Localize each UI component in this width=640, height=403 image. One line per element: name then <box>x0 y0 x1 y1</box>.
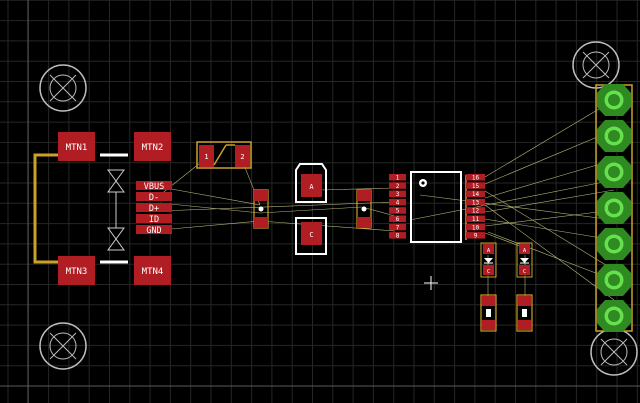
usb-silkscreen <box>100 153 128 264</box>
led-d2-cathode-label: C <box>523 269 526 275</box>
ic-pin-7[interactable]: 7 <box>389 223 406 232</box>
capacitor-cathode-label: C <box>309 231 313 239</box>
header-pin-3[interactable] <box>597 156 631 188</box>
mount-pad-1-label: MTN1 <box>66 143 88 153</box>
header-pin-2[interactable] <box>597 120 631 152</box>
usb-signal-pad-d-minus[interactable]: D- <box>136 192 172 203</box>
capacitor-c1[interactable]: A C <box>295 163 327 255</box>
header-pin-6[interactable] <box>597 264 631 296</box>
mounting-hole-bottom-left <box>39 322 87 370</box>
usb-shield-outline <box>33 153 58 264</box>
pad-d-minus-label: D- <box>149 193 159 203</box>
header-pin-5[interactable] <box>597 228 631 260</box>
ic-pin-8[interactable]: 8 <box>389 232 406 240</box>
led-d1[interactable]: A C <box>480 242 497 278</box>
pad-vbus-label: VBUS <box>144 182 164 192</box>
header-pin-4[interactable] <box>597 192 631 224</box>
resistor-r3[interactable] <box>480 294 497 332</box>
led-d1-cathode-label: C <box>487 269 490 275</box>
ic-pin-label: 13 <box>472 199 480 206</box>
pad-gnd-label: GND <box>146 226 161 236</box>
ic-pin-10[interactable]: 10 <box>466 223 485 232</box>
ic-pin-2[interactable]: 2 <box>389 182 406 190</box>
crystal-pin-1-label: 1 <box>204 153 208 161</box>
usb-mount-pad-3[interactable]: MTN3 <box>58 256 95 285</box>
ic-pin-label: 9 <box>474 233 478 240</box>
ic-pin-1[interactable]: 1 <box>389 174 406 182</box>
ic-pin-11[interactable]: 11 <box>466 215 485 224</box>
resistor-r2[interactable] <box>356 189 372 229</box>
ic-pin-label: 16 <box>472 175 480 182</box>
cursor-crosshair <box>424 276 438 290</box>
resistor-r1[interactable] <box>253 189 269 229</box>
usb-signal-pad-id[interactable]: ID <box>136 214 172 225</box>
led-d2[interactable]: A C <box>516 242 533 278</box>
usb-mount-pad-4[interactable]: MTN4 <box>134 256 171 285</box>
ic-pin-13[interactable]: 13 <box>466 198 485 207</box>
header-pin-column <box>597 84 631 332</box>
crystal-component[interactable]: 1 2 <box>196 141 252 169</box>
mount-pad-3-label: MTN3 <box>66 267 88 277</box>
ic-pin-label: 15 <box>472 183 480 190</box>
pad-d-plus-label: D+ <box>149 204 159 214</box>
usb-mount-pad-2[interactable]: MTN2 <box>134 132 171 161</box>
ic-pin-16[interactable]: 16 <box>466 174 485 182</box>
ic-pin-9[interactable]: 9 <box>466 232 485 240</box>
pad-id-label: ID <box>149 215 159 225</box>
capacitor-anode-label: A <box>309 183 314 191</box>
usb-signal-pad-vbus[interactable]: VBUS <box>136 181 172 192</box>
header-pin-7[interactable] <box>597 300 631 332</box>
ic-pin-label: 6 <box>396 216 400 223</box>
ic-pin-5[interactable]: 5 <box>389 207 406 215</box>
ic-pin-6[interactable]: 6 <box>389 215 406 224</box>
led-d1-anode-label: A <box>487 248 491 254</box>
mounting-hole-top-right <box>572 41 620 89</box>
header-pin-1[interactable] <box>597 84 631 116</box>
ic-pin-label: 1 <box>396 175 400 182</box>
usb-connector-sockets <box>107 169 125 251</box>
mount-pad-4-label: MTN4 <box>142 267 164 277</box>
ic-pin-14[interactable]: 14 <box>466 190 485 199</box>
crystal-pin-2-label: 2 <box>240 153 244 161</box>
ic-pin-label: 8 <box>396 233 400 240</box>
ic-pin-label: 7 <box>396 224 400 231</box>
ic-pin-15[interactable]: 15 <box>466 182 485 190</box>
ic-pin-3[interactable]: 3 <box>389 190 406 199</box>
ic-pin-label: 5 <box>396 208 400 215</box>
usb-mount-pad-1[interactable]: MTN1 <box>58 132 95 161</box>
usb-signal-pad-d-plus[interactable]: D+ <box>136 203 172 214</box>
ic-pin-label: 10 <box>472 224 480 231</box>
resistor-r4[interactable] <box>516 294 533 332</box>
ic-pin-4[interactable]: 4 <box>389 198 406 207</box>
ic-pin-label: 14 <box>472 191 480 198</box>
mounting-hole-top-left <box>39 64 87 112</box>
ic-pin-label: 2 <box>396 183 400 190</box>
ic-pin-12[interactable]: 12 <box>466 207 485 215</box>
ic-pin-label: 4 <box>396 199 400 206</box>
ic-pin-label: 3 <box>396 191 400 198</box>
led-d2-anode-label: A <box>523 248 527 254</box>
mount-pad-2-label: MTN2 <box>142 143 164 153</box>
usb-signal-pad-gnd[interactable]: GND <box>136 225 172 236</box>
ratsnest-wires <box>159 99 615 301</box>
ic-pin-label: 11 <box>472 216 480 223</box>
pin-header[interactable] <box>595 84 633 332</box>
ic-pin-label: 12 <box>472 208 480 215</box>
